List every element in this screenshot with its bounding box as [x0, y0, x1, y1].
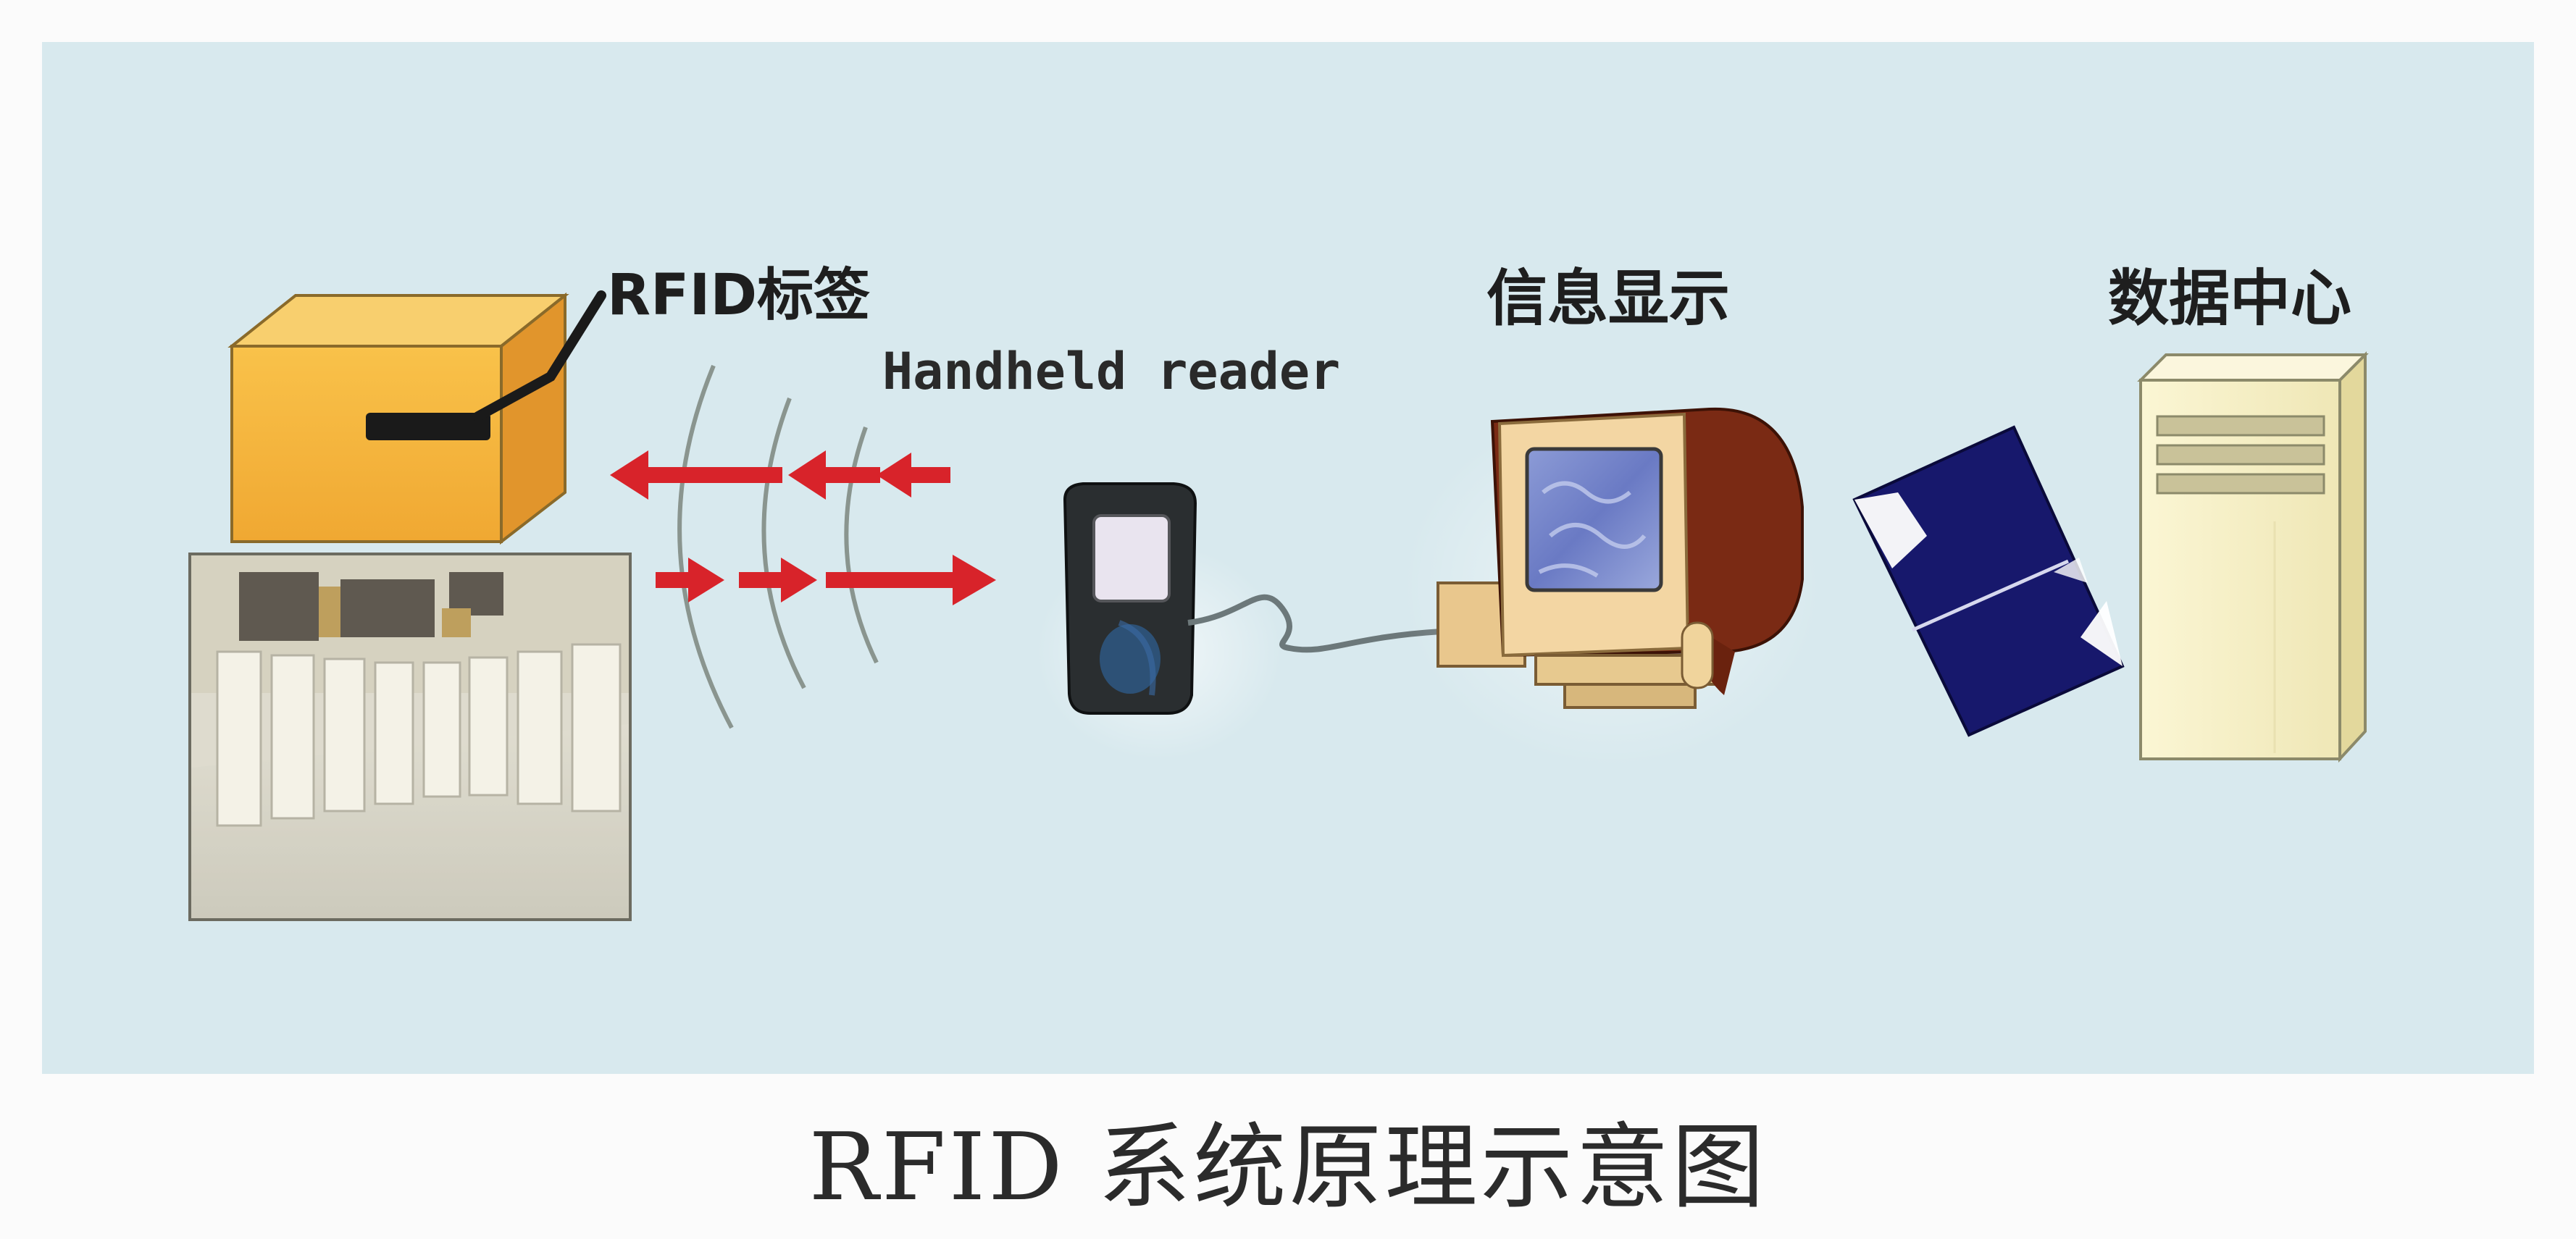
caption-latin: RFID [808, 1114, 1066, 1222]
tower-server-icon [2137, 351, 2369, 763]
info-display-label: 信息显示 [1486, 263, 1731, 334]
reader-cable [1187, 594, 1442, 653]
arrow-left-1 [610, 450, 782, 500]
arrows-to-tag [610, 450, 950, 500]
caption-gap [1066, 1114, 1098, 1222]
network-link-icon [1852, 425, 2125, 737]
tag-leader-line [473, 290, 606, 421]
diagram-caption: RFID 系统原理示意图 [0, 1092, 2576, 1226]
arrows-to-reader [656, 555, 996, 605]
rfid-tag-strip [366, 413, 490, 440]
warehouse-photo [188, 553, 632, 921]
handheld-reader-label: Handheld reader [882, 342, 1341, 401]
arrow-left-2 [788, 450, 880, 500]
cardboard-box-icon [227, 292, 569, 545]
arrow-right-1 [656, 558, 724, 602]
arrow-left-3 [877, 453, 950, 497]
arrow-right-2 [739, 558, 817, 602]
caption-chinese: 系统原理示意图 [1097, 1114, 1768, 1222]
handheld-reader-icon [1063, 482, 1197, 715]
arrow-right-3 [826, 555, 996, 605]
rf-wave-icon [677, 364, 879, 729]
data-center-label: 数据中心 [2108, 263, 2352, 334]
rfid-tag-label: RFID标签 [607, 263, 871, 328]
crt-monitor-icon [1437, 407, 1804, 709]
